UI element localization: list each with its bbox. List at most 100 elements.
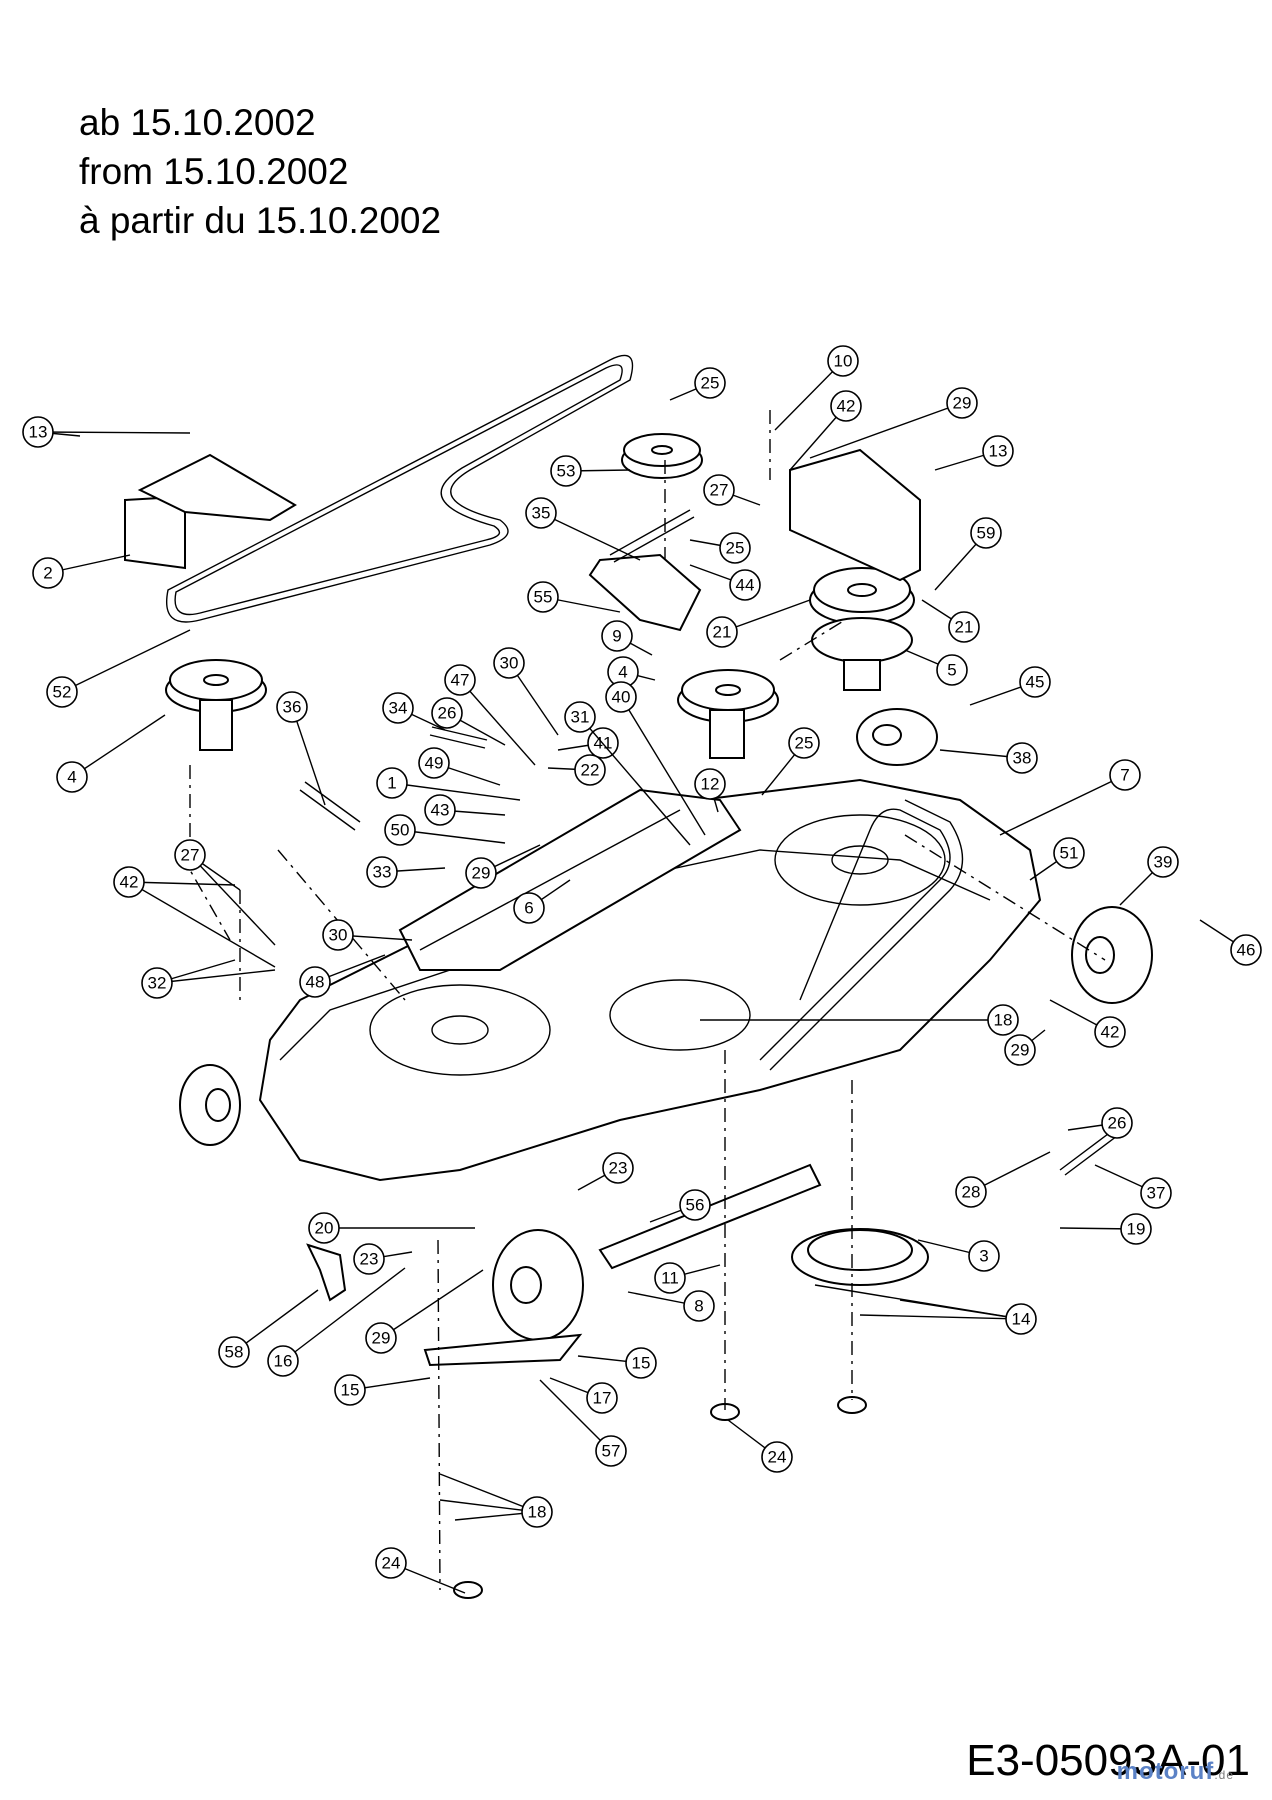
callout-c16: 16 — [267, 1267, 406, 1377]
callout-number: 46 — [1237, 941, 1256, 960]
callout-number: 1 — [387, 774, 396, 793]
callout-c38: 38 — [939, 742, 1038, 774]
callout-bubble — [424, 794, 456, 826]
date-line-german: ab 15.10.2002 — [79, 102, 316, 143]
callout-bubble — [654, 1262, 686, 1294]
callout-number: 30 — [329, 926, 348, 945]
callout-leader-line — [128, 881, 276, 968]
callout-number: 42 — [837, 397, 856, 416]
callout-c43: 43 — [424, 794, 506, 826]
callout-bubble — [550, 455, 582, 487]
callout-bubble — [521, 1496, 553, 1528]
callout-number: 20 — [315, 1219, 334, 1238]
callout-number: 25 — [795, 734, 814, 753]
callout-number: 37 — [1147, 1184, 1166, 1203]
callout-number: 58 — [225, 1343, 244, 1362]
callout-c47: 47 — [444, 664, 536, 766]
callout-bubble — [299, 966, 331, 998]
callout-c3: 3 — [917, 1239, 1000, 1272]
pulley-center — [677, 669, 779, 759]
callout-c53: 53 — [550, 455, 631, 487]
callout-c33: 33 — [366, 856, 446, 888]
callout-bubble — [706, 616, 738, 648]
callout-leader-line — [189, 854, 276, 946]
callout-number: 13 — [989, 442, 1008, 461]
callout-c42b: 42 — [1049, 999, 1126, 1048]
callout-c22: 22 — [547, 754, 606, 786]
callout-number: 38 — [1013, 749, 1032, 768]
pulley-guard-right — [789, 448, 921, 582]
callout-number: 9 — [612, 627, 621, 646]
callout-bubble — [595, 1435, 627, 1467]
callout-bubble — [431, 697, 463, 729]
callout-c35: 35 — [525, 497, 641, 561]
callout-number: 24 — [382, 1554, 401, 1573]
callout-number: 56 — [686, 1196, 705, 1215]
drawing-number: E3-05093A-01 — [966, 1736, 1250, 1785]
callout-leader-line — [37, 431, 191, 434]
callout-number: 12 — [701, 775, 720, 794]
callout-number: 48 — [306, 973, 325, 992]
callout-bubble — [334, 1374, 366, 1406]
callout-bubble — [955, 1176, 987, 1208]
callout-number: 10 — [834, 352, 853, 371]
callout-c25a: 25 — [669, 367, 726, 401]
callout-c24b: 24 — [375, 1547, 466, 1594]
callout-bubble — [1147, 846, 1179, 878]
pulley-right — [809, 567, 915, 691]
callout-bubble — [564, 701, 596, 733]
callout-leader-line — [282, 1267, 406, 1362]
callout-bubble — [375, 1547, 407, 1579]
callout-c25c: 25 — [761, 727, 820, 796]
callout-number: 57 — [602, 1442, 621, 1461]
callout-c32: 32 — [141, 959, 276, 999]
callout-leader-line — [156, 969, 276, 984]
callout-leader-line — [399, 829, 506, 844]
callout-bubble — [525, 497, 557, 529]
callout-leader-line — [233, 1289, 319, 1353]
callout-leader-line — [540, 512, 641, 561]
callout-number: 11 — [661, 1269, 679, 1288]
callout-bubble — [465, 857, 497, 889]
blade-adapter — [791, 1228, 929, 1286]
callout-bubble — [32, 557, 64, 589]
callout-c49: 49 — [418, 747, 501, 786]
callout-bubble — [788, 727, 820, 759]
callout-c8: 8 — [627, 1290, 715, 1322]
callout-number: 23 — [360, 1250, 379, 1269]
callout-bubble — [218, 1336, 250, 1368]
callout-bubble — [382, 692, 414, 724]
callout-bubble — [602, 1152, 634, 1184]
callout-number: 26 — [438, 704, 457, 723]
callout-number: 31 — [571, 708, 590, 727]
callout-c41: 41 — [557, 727, 619, 759]
callout-bubble — [267, 1345, 299, 1377]
callout-number: 24 — [768, 1448, 787, 1467]
callout-bubble — [586, 1382, 618, 1414]
pulley-left — [165, 659, 267, 751]
callout-number: 17 — [593, 1389, 612, 1408]
callout-c14: 14 — [814, 1284, 1037, 1335]
pulley-idler-top — [621, 433, 703, 479]
front-bumper — [759, 799, 964, 1071]
callout-bubble — [948, 611, 980, 643]
callout-number: 47 — [451, 671, 470, 690]
callout-c24a: 24 — [727, 1419, 793, 1473]
callout-bubble — [1140, 1177, 1172, 1209]
callout-c37: 37 — [1094, 1164, 1172, 1209]
callout-number: 50 — [391, 821, 410, 840]
callout-c23b: 23 — [353, 1243, 413, 1275]
callout-number: 27 — [710, 481, 729, 500]
callout-number: 36 — [283, 698, 302, 717]
callout-bubble — [625, 1347, 657, 1379]
callout-leader-line — [859, 1314, 1022, 1320]
callout-c42a: 42 — [789, 390, 862, 471]
callout-bubble — [308, 1212, 340, 1244]
callout-number: 27 — [181, 846, 200, 865]
callout-number: 19 — [1127, 1220, 1146, 1239]
callout-c12: 12 — [694, 768, 726, 813]
callout-bubble — [683, 1290, 715, 1322]
callout-bubble — [982, 435, 1014, 467]
callout-c10: 10 — [774, 345, 859, 431]
